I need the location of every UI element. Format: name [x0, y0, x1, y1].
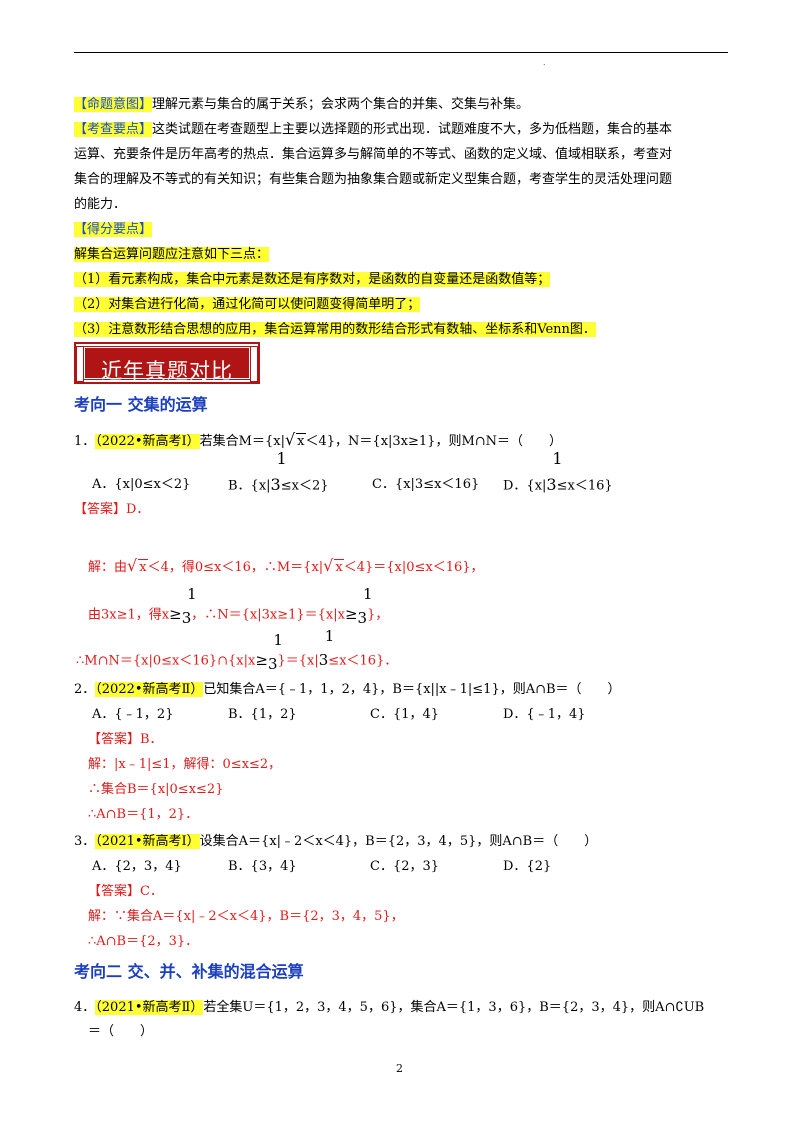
intro-line-10: （3）注意数形结合思想的应用，集合运算常用的数形结合形式有数轴、坐标系和Venn… — [74, 322, 596, 337]
intro-line-1: 【命题意图】理解元素与集合的属于关系；会求两个集合的并集、交集与补集。 — [74, 97, 530, 112]
tag-points: 【考查要点】 — [74, 122, 153, 137]
q1-source: （2022•新高考Ⅰ） — [95, 434, 200, 449]
page-number: 2 — [396, 1062, 403, 1075]
intro-line-8: （1）看元素构成，集合中元素是数还是有序数对，是函数的自变量还是函数值等； — [74, 272, 551, 287]
q1-answer: 【答案】D． — [74, 502, 150, 517]
q2-answer: 【答案】B． — [88, 732, 163, 747]
intro-line-4: 集合的理解及不等式的有关知识；有些集合题为抽象集合题或新定义型集合题，考查学生的… — [74, 172, 673, 187]
q1-solution-1: 解：由√x＜4，得0≤x＜16，∴M＝{x|√x＜4}＝{x|0≤x＜16}， — [88, 556, 484, 575]
intro-line-6: 【得分要点】 — [74, 221, 153, 239]
q2-solution-2: ∴集合B＝{x|0≤x≤2} — [88, 782, 224, 797]
q2-solution-1: 解：|x﹣1|≤1，解得：0≤x≤2， — [88, 757, 282, 772]
section-heading-2: 考向二 交、并、补集的混合运算 — [74, 962, 304, 981]
q1-option-a: A．{x|0≤x＜2} — [92, 477, 191, 492]
q4-stem: 4．（2021•新高考Ⅱ）若全集U＝{1，2，3，4，5，6}，集合A＝{1，3… — [74, 1000, 705, 1015]
header-rule — [74, 52, 728, 53]
header-mark: . — [543, 58, 546, 67]
q4-source: （2021•新高考Ⅱ） — [95, 1000, 204, 1015]
banner-title: 近年真题对比 — [101, 359, 233, 383]
q2-stem: 2．（2022•新高考Ⅱ）已知集合A＝{﹣1，1，2，4}，B＝{x||x﹣1|… — [74, 682, 621, 697]
tag-score: 【得分要点】 — [74, 222, 153, 237]
q2-option-a: A．{﹣1，2} — [92, 707, 174, 722]
intro-line-3: 运算、充要条件是历年高考的热点．集合运算多与解简单的不等式、函数的定义域、值域相… — [74, 147, 673, 162]
tag-intent: 【命题意图】 — [74, 97, 153, 112]
intro-line-7: 解集合运算问题应注意如下三点： — [74, 247, 270, 262]
q1-option-c: C．{x|3≤x＜16} — [372, 477, 480, 492]
q2-option-d: D．{﹣1，4} — [503, 707, 586, 722]
q3-stem: 3．（2021•新高考Ⅰ）设集合A＝{x|﹣2＜x＜4}，B＝{2，3，4，5}… — [74, 834, 598, 849]
q2-option-b: B．{1，2} — [228, 707, 297, 722]
intro-line-9: （2）对集合进行化简，通过化简可以使问题变得简单明了； — [74, 297, 421, 312]
q3-answer: 【答案】C． — [88, 884, 163, 899]
q2-source: （2022•新高考Ⅱ） — [95, 682, 204, 697]
section-banner: 近年真题对比 — [74, 342, 260, 384]
intro-line-5: 的能力． — [74, 197, 127, 212]
q3-option-c: C．{2，3} — [370, 859, 440, 874]
q2-option-c: C．{1，4} — [370, 707, 440, 722]
q3-option-a: A．{2，3，4} — [92, 859, 182, 874]
q3-option-d: D．{2} — [503, 859, 552, 874]
q3-source: （2021•新高考Ⅰ） — [95, 834, 200, 849]
q4-stem-cont: ＝（ ） — [88, 1024, 154, 1039]
section-heading-1: 考向一 交集的运算 — [74, 395, 208, 414]
q1-stem: 1．（2022•新高考Ⅰ）若集合M＝{x|√x＜4}，N＝{x|3x≥1}，则M… — [74, 430, 563, 449]
intro-line-2: 【考查要点】这类试题在考查题型上主要以选择题的形式出现．试题难度不大，多为低档题… — [74, 122, 673, 137]
q3-solution-1: 解：∵集合A＝{x|﹣2＜x＜4}，B＝{2，3，4，5}， — [88, 909, 404, 924]
q3-solution-2: ∴A∩B＝{2，3}． — [88, 934, 199, 949]
q3-option-b: B．{3，4} — [228, 859, 297, 874]
q2-solution-3: ∴A∩B＝{1，2}． — [88, 807, 199, 822]
